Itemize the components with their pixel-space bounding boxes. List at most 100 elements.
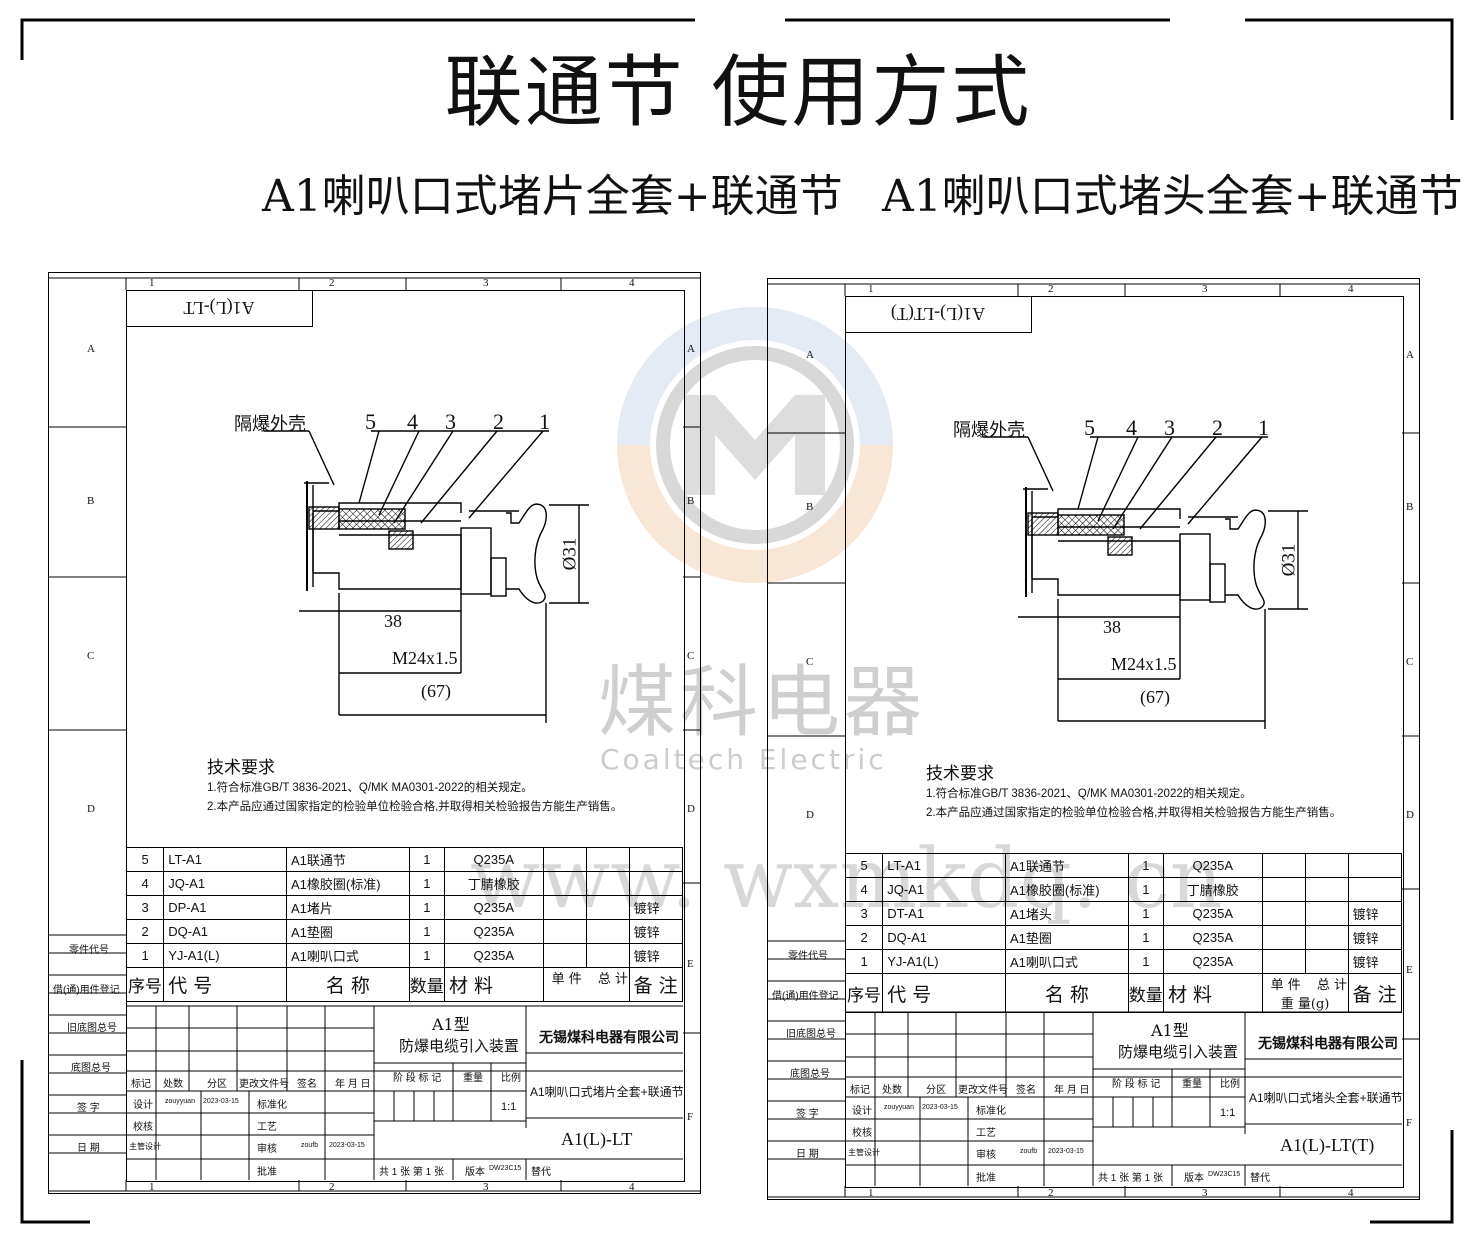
- watermark-en: Coaltech Electric: [600, 743, 887, 776]
- role-reviewer: zoufb: [1020, 1148, 1038, 1155]
- rev-count: 处数: [163, 1079, 183, 1090]
- role-review: 审核: [976, 1150, 996, 1161]
- shell-label: 隔爆外壳: [234, 414, 306, 435]
- product-desc: 防爆电缆引入装置: [1118, 1043, 1239, 1061]
- product-desc: 防爆电缆引入装置: [399, 1037, 520, 1055]
- left-date: 日 期: [77, 1143, 100, 1154]
- product-model: A1型: [432, 1015, 470, 1034]
- mirrored-code-box: A1(L)-LT: [126, 290, 313, 327]
- parts-cell: [1304, 877, 1349, 902]
- zone-label-right-f: F: [687, 1111, 694, 1123]
- hdr-code: 代 号: [882, 973, 1006, 1013]
- role-design-date: 2023-03-15: [203, 1098, 239, 1105]
- tech-line-2: 2.本产品应通过国家指定的检验单位检验合格,并取得相关检验报告方能生产销售。: [926, 807, 1342, 819]
- rev-signature: 签名: [297, 1079, 317, 1090]
- left-base: 底图总号: [71, 1063, 111, 1074]
- hdr-total: 总 计: [1316, 978, 1348, 993]
- product-model: A1型: [1151, 1021, 1189, 1040]
- parts-cell: YJ-A1(L): [882, 949, 1006, 974]
- hdr-weight: 重 量(g): [1280, 997, 1330, 1012]
- zone-label-right-b: B: [1406, 501, 1414, 513]
- parts-cell: [1304, 901, 1349, 926]
- left-old-base: 旧底图总号: [67, 1023, 117, 1034]
- watermark-cn: 煤科电器: [598, 658, 927, 748]
- role-chief: 主管设计: [129, 1142, 161, 1151]
- zone-label-right-c: C: [687, 650, 695, 662]
- left-part-code: 零件代号: [69, 945, 109, 956]
- dim-m24: M24x1.5: [392, 648, 458, 668]
- footer-sheets: 共 1 张 第 1 张: [1098, 1173, 1164, 1184]
- role-designer: zouyyuan: [165, 1098, 195, 1105]
- rev-mark: 标记: [131, 1079, 151, 1090]
- role-design: 设计: [852, 1106, 872, 1117]
- zone-label-top-4: 4: [1348, 283, 1354, 295]
- parts-cell: 1: [125, 943, 165, 968]
- role-review-date: 2023-03-15: [329, 1142, 365, 1149]
- role-reviewer: zoufb: [301, 1142, 319, 1149]
- hdr-seq: 序号: [125, 967, 165, 1002]
- parts-cell: [1347, 877, 1403, 902]
- role-std: 标准化: [976, 1106, 1006, 1117]
- zone-label-top-1: 1: [868, 283, 874, 295]
- zone-label-bottom-1: 1: [868, 1187, 874, 1199]
- callout-2: 2: [493, 409, 504, 434]
- parts-cell: 4: [125, 871, 165, 896]
- tech-title: 技术要求: [207, 758, 275, 777]
- callout-2: 2: [1212, 415, 1223, 440]
- parts-cell: Q235A: [1162, 949, 1263, 974]
- parts-cell: LT-A1: [163, 847, 287, 872]
- parts-cell: 1: [1127, 925, 1164, 950]
- left-register: 借(通)用件登记: [772, 991, 839, 1002]
- hdr-total: 总 计: [597, 972, 629, 987]
- footer-replace: 替代: [531, 1167, 551, 1178]
- parts-cell: [1347, 853, 1403, 878]
- scale-value: 1:1: [501, 1101, 517, 1113]
- zone-label-left-d: D: [87, 803, 95, 815]
- company-name: 无锡煤科电器有限公司: [1258, 1035, 1398, 1051]
- title-block-lines: [126, 1005, 683, 1180]
- parts-cell: 镀锌: [1347, 901, 1403, 926]
- role-check: 校核: [133, 1122, 153, 1133]
- zone-label-top-2: 2: [1048, 283, 1054, 295]
- drawing-name: A1喇叭口式堵片全套+联通节: [530, 1085, 684, 1099]
- page-title: 联通节 使用方式: [444, 48, 1032, 138]
- rev-ymd: 年 月 日: [1054, 1085, 1090, 1096]
- hdr-note: 备 注: [628, 967, 684, 1002]
- zone-label-bottom-3: 3: [483, 1181, 489, 1193]
- zone-label-left-d: D: [806, 809, 814, 821]
- parts-cell: JQ-A1: [882, 877, 1006, 902]
- parts-cell: 1: [1127, 853, 1164, 878]
- left-sign: 签 字: [77, 1103, 100, 1114]
- role-designer: zouyyuan: [884, 1104, 914, 1111]
- parts-cell: 1: [1127, 949, 1164, 974]
- parts-cell: [585, 919, 630, 944]
- zone-label-left-b: B: [806, 501, 814, 513]
- callout-4: 4: [1126, 415, 1137, 440]
- role-review: 审核: [257, 1144, 277, 1155]
- role-chief: 主管设计: [848, 1148, 880, 1157]
- zone-label-right-d: D: [687, 803, 695, 815]
- rev-ymd: 年 月 日: [335, 1079, 371, 1090]
- rev-mark: 标记: [850, 1085, 870, 1096]
- zone-label-left-a: A: [806, 349, 814, 361]
- parts-cell: A1联通节: [1005, 853, 1129, 878]
- parts-cell: Q235A: [443, 943, 544, 968]
- drawing-code: A1(L)-LT(T): [1280, 1135, 1375, 1155]
- parts-cell: 5: [844, 853, 884, 878]
- parts-cell: A1堵头: [1005, 901, 1129, 926]
- hdr-seq: 序号: [844, 973, 884, 1013]
- parts-cell: Q235A: [443, 895, 544, 920]
- parts-cell: A1橡胶圈(标准): [286, 871, 410, 896]
- callout-3: 3: [1164, 415, 1175, 440]
- scale-label: 比例: [501, 1073, 521, 1084]
- tech-line-2: 2.本产品应通过国家指定的检验单位检验合格,并取得相关检验报告方能生产销售。: [207, 801, 623, 813]
- zone-ticks: [49, 277, 700, 1192]
- hdr-name: 名 称: [286, 967, 410, 1002]
- weight-label: 重量: [1182, 1079, 1202, 1090]
